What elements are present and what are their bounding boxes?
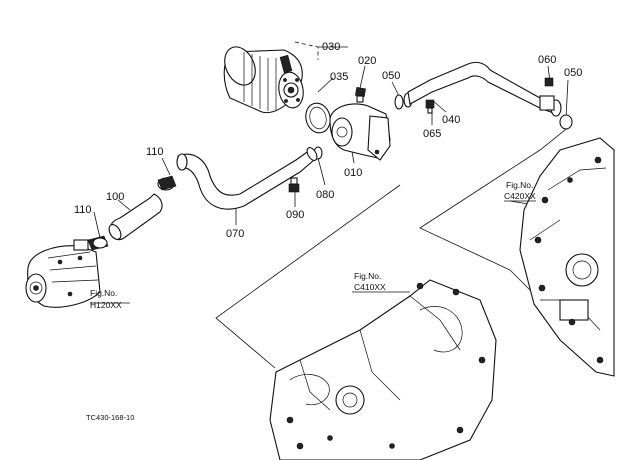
seal-050-upper [394, 94, 404, 110]
drawing-code: TC430-168-10 [86, 413, 134, 422]
bolt-065 [425, 99, 435, 109]
label-part-030: 030 [322, 41, 340, 53]
filter-head-adapter [329, 87, 391, 161]
fig-ref-c410-code: C410XX [354, 282, 386, 292]
label-part-050: 050 [382, 70, 400, 82]
label-part-080: 080 [316, 189, 334, 201]
bolt-090 [288, 177, 300, 193]
o-ring-035 [305, 102, 331, 134]
fig-ref-c410-title: Fig.No. [354, 271, 381, 281]
label-part-060: 060 [538, 54, 556, 66]
label-part-110: 110 [74, 204, 92, 216]
label-part-090: 090 [286, 209, 304, 221]
hose-clamp-110-upper [157, 153, 188, 191]
hose-clamp-110-lower [87, 235, 109, 251]
label-part-035: 035 [330, 71, 348, 83]
label-part-110: 110 [146, 146, 164, 158]
label-part-050: 050 [564, 67, 582, 79]
label-part-065: 065 [423, 128, 441, 140]
label-part-100: 100 [106, 191, 124, 203]
front-housing [519, 137, 615, 377]
label-part-010: 010 [344, 167, 362, 179]
hose-070 [177, 147, 318, 210]
hydraulic-pump [25, 239, 101, 308]
fig-ref-c420-title: Fig.No. [506, 180, 533, 190]
pipe-040 [407, 61, 562, 117]
fig-ref-h120-code: H120XX [90, 300, 122, 310]
oil-filter-cartridge [223, 46, 304, 114]
bolt-060 [544, 77, 554, 87]
fig-ref-c420-code: C420XX [504, 191, 536, 201]
label-part-020: 020 [358, 55, 376, 67]
hose-100 [108, 193, 163, 241]
transmission-case [269, 279, 497, 460]
fig-ref-h120-title: Fig.No. [90, 288, 117, 298]
figure-references: Fig.No. C420XX Fig.No. C410XX Fig.No. H1… [90, 180, 536, 310]
label-part-040: 040 [442, 114, 460, 126]
part-labels: 030 020 050 060 050 035 040 065 110 010 … [74, 41, 582, 240]
seal-050-right [559, 114, 573, 130]
label-part-070: 070 [226, 228, 244, 240]
